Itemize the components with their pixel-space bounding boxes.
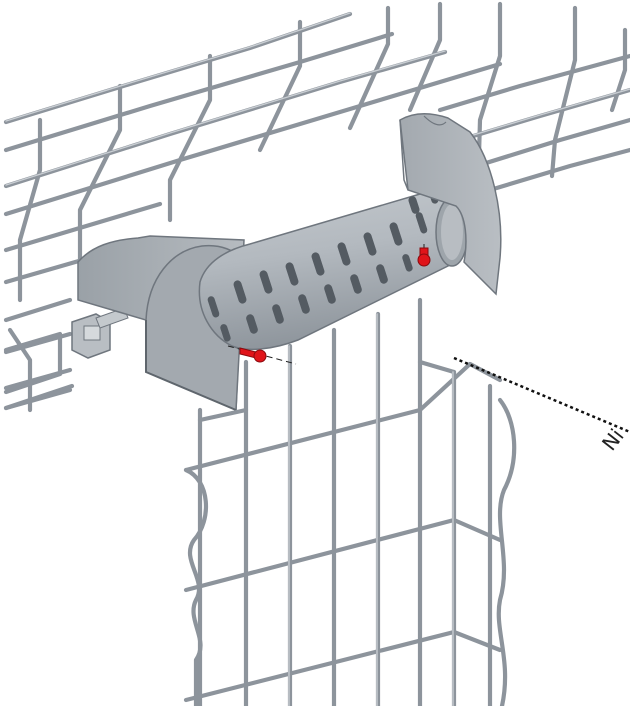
vertical-tray-vertical-wires	[197, 297, 493, 706]
drop-out-tube	[198, 188, 469, 351]
horizontal-tray-longitudinal-wires	[3, 11, 630, 411]
horizontal-tray	[3, 1, 630, 413]
vertical-tray-side-wires	[183, 397, 517, 706]
callout: Ni	[453, 356, 630, 455]
fastener-bolt	[227, 345, 297, 365]
tube-slots	[207, 188, 439, 342]
vertical-tray	[183, 297, 517, 706]
horizontal-tray-front-lip	[3, 331, 75, 411]
fastener-pin	[417, 244, 431, 267]
splice-clamp	[71, 307, 129, 359]
callout-leader-line	[453, 356, 630, 434]
end-plate-right	[399, 113, 502, 296]
vertical-tray-highlights	[288, 313, 454, 706]
horizontal-tray-highlights	[5, 12, 630, 186]
callout-text: Ni	[597, 424, 629, 455]
vertical-tray-cross-wires	[183, 359, 503, 703]
